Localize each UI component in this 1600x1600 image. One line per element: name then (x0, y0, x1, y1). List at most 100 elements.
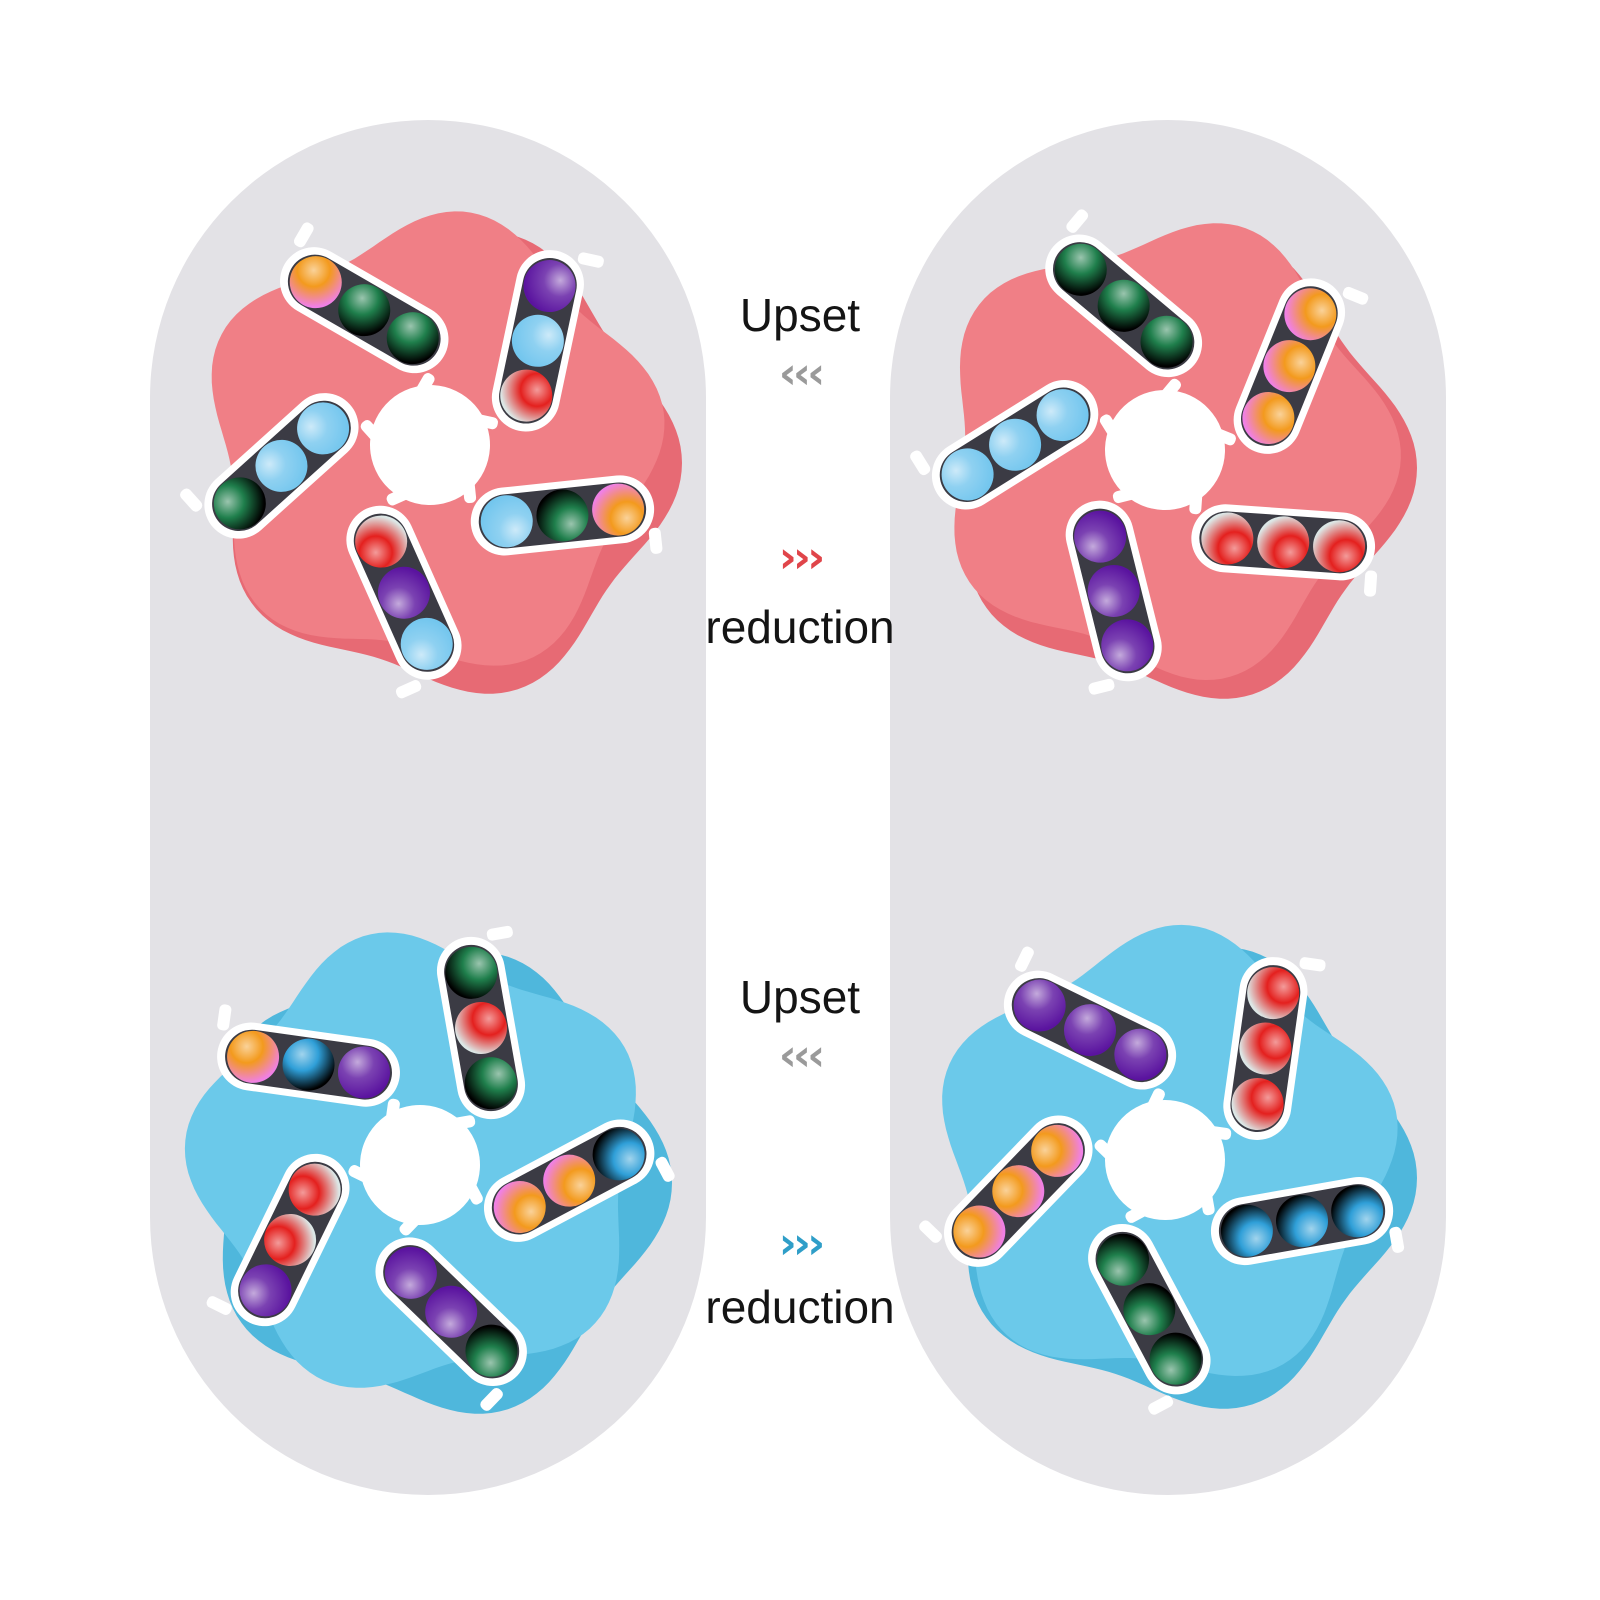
bead (1074, 510, 1127, 563)
label-upset-top: Upset (739, 289, 861, 341)
bead-slot (1199, 1176, 1405, 1266)
bead (400, 617, 453, 670)
bead (1140, 315, 1193, 368)
triple-chevron-right-icon: ››› (778, 532, 825, 583)
bead-slot (1065, 487, 1162, 695)
slot-tab (399, 1212, 423, 1236)
slot-tab (206, 1296, 232, 1315)
slot-tab (217, 1004, 232, 1031)
bead (239, 1264, 292, 1317)
bead (493, 1180, 546, 1233)
bead (523, 260, 576, 313)
bead (992, 1165, 1045, 1218)
slot-tab (449, 1115, 476, 1131)
bead (297, 402, 350, 455)
slot-tab (1066, 209, 1089, 233)
slot-tab (1342, 286, 1369, 305)
bead (1013, 979, 1066, 1032)
slot-tab (386, 487, 413, 506)
bead (953, 1205, 1006, 1258)
spinner-center-button (1105, 1100, 1225, 1220)
slot-tab (655, 1156, 675, 1182)
bead (1284, 288, 1337, 341)
bead (425, 1285, 478, 1338)
bead (289, 256, 342, 309)
bead (1031, 1124, 1084, 1177)
bead (1239, 1022, 1292, 1075)
bead-slot (1205, 957, 1326, 1140)
slot-tab (385, 1098, 400, 1125)
slot-tab (486, 925, 513, 941)
bead-slot (910, 380, 1121, 510)
bead (1054, 243, 1107, 296)
bead-slot (1088, 1203, 1211, 1415)
bead (500, 369, 553, 422)
blue-spinner-shuffled-graphic (184, 925, 675, 1414)
bead (255, 439, 308, 492)
bead (264, 1214, 317, 1266)
bead (1263, 340, 1316, 393)
slot-tab (919, 1220, 943, 1243)
bead (1257, 516, 1310, 569)
bead (1247, 967, 1300, 1020)
pink-spinner-sorted (905, 190, 1425, 710)
slot-tab (395, 680, 422, 699)
bead (227, 1030, 280, 1083)
slot-tab (1148, 1395, 1174, 1415)
bead (1064, 1004, 1116, 1057)
slot-tab (414, 373, 435, 398)
spinner-center-button (370, 385, 490, 505)
bead-slot (1003, 946, 1177, 1114)
bead (445, 946, 498, 999)
bead (592, 1128, 645, 1181)
slot-tab (1210, 427, 1236, 446)
slot-tab (480, 1387, 503, 1411)
slot-tab (1389, 1226, 1405, 1253)
slot-tab (1099, 414, 1121, 440)
slot-tab (463, 1179, 483, 1205)
bead-slot (206, 1153, 374, 1327)
label-upset-bottom: Upset (739, 971, 861, 1023)
label-reduction-top: reduction (705, 601, 895, 653)
pink-spinner-shuffled (170, 185, 690, 705)
slot-tab (360, 420, 383, 444)
bead (355, 515, 408, 568)
bead (1331, 1185, 1384, 1238)
slot-tab (1363, 570, 1378, 597)
bead-slot (1189, 488, 1378, 597)
slot-tab (1094, 1139, 1118, 1163)
bead-slot (375, 1212, 527, 1411)
bead (511, 314, 564, 367)
bead (941, 448, 994, 501)
slot-tab (1015, 946, 1034, 972)
bead (337, 1046, 390, 1099)
blue-spinner-sorted (905, 900, 1425, 1420)
bead (288, 1163, 341, 1216)
bead (282, 1038, 335, 1091)
bead (592, 483, 645, 536)
slot-tab (462, 476, 477, 504)
blue-spinner-shuffled (160, 905, 680, 1425)
spinner-center-button (360, 1105, 480, 1225)
slot-tab (1199, 1189, 1215, 1216)
bead-slot (1045, 209, 1203, 403)
bead (377, 566, 430, 619)
bead-slot (919, 1115, 1118, 1267)
triple-chevron-left-icon: ‹‹‹ (778, 348, 825, 399)
slot-tab (1189, 488, 1203, 515)
spinner-center-button (1105, 390, 1225, 510)
bead (386, 312, 439, 365)
bead (464, 1057, 517, 1110)
slot-tab (1146, 1088, 1165, 1114)
slot-tab (1299, 957, 1326, 972)
bead-slot (280, 222, 449, 398)
slot-tab (910, 450, 931, 476)
label-reduction-bottom: reduction (705, 1281, 895, 1333)
slot-tab (1088, 678, 1115, 695)
slot-tab (348, 1165, 374, 1184)
slot-tab (1112, 487, 1139, 504)
bead (543, 1154, 596, 1207)
pink-spinner-sorted-graphic (910, 209, 1417, 699)
bead (465, 1324, 518, 1377)
bead (455, 1001, 508, 1054)
